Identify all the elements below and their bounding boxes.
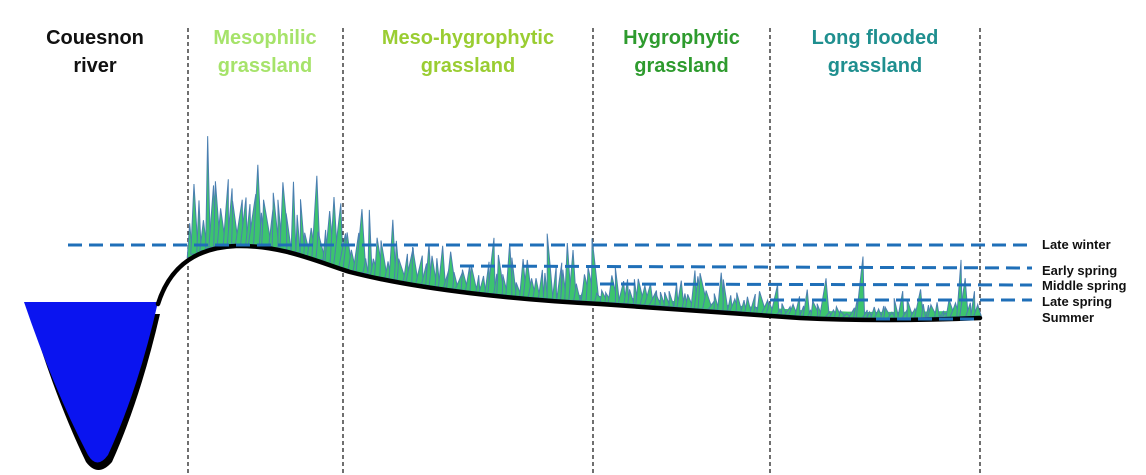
grass-blade: [970, 291, 976, 317]
grass-blade: [379, 240, 388, 279]
zone-title-line: Long flooded: [811, 27, 939, 49]
label-late-spring: Late spring: [1042, 294, 1113, 309]
grass-blade: [205, 136, 211, 249]
zone-title-line: grassland: [634, 55, 729, 77]
grass-blade: [475, 275, 481, 293]
grass-blade: [973, 302, 982, 317]
label-summer: Summer: [1042, 310, 1095, 325]
grass-blade: [469, 264, 478, 293]
zone-title-line: Hygrophytic: [623, 27, 740, 49]
grass-blade: [367, 209, 373, 276]
grass-blade: [897, 291, 905, 319]
zone-title-line: Mesophilic: [213, 27, 317, 49]
grass-blade: [855, 256, 866, 319]
label-late-winter: Late winter: [1042, 237, 1111, 252]
grass-blade: [590, 238, 600, 303]
grass-blade: [551, 266, 558, 300]
water-line-early-spring: [459, 264, 1033, 270]
river-water: [24, 302, 158, 463]
grass-blade: [537, 269, 545, 299]
zone-title-river: Couesnon river: [20, 24, 170, 80]
zone-title-line: Meso-hygrophytic: [381, 27, 555, 49]
grass-blade: [920, 304, 927, 319]
grass-blade: [478, 275, 487, 294]
grass-blade: [290, 181, 297, 252]
zone-dividers: [187, 28, 981, 475]
water-line-middle-spring: [599, 282, 1033, 287]
label-middle-spring: Middle spring: [1042, 278, 1127, 293]
grass-blade: [285, 213, 292, 251]
grass-blade: [933, 302, 941, 318]
grass-blade: [744, 296, 752, 313]
zone-title-meso-hygrophytic: Meso-hygrophytic grassland: [345, 24, 591, 80]
zone-title-line: Couesnon: [46, 27, 144, 49]
grass-blade: [411, 247, 419, 284]
zone-title-long-flooded: Long flooded grassland: [772, 24, 978, 80]
grass-blade: [819, 278, 830, 318]
zone-title-line: grassland: [420, 55, 516, 77]
grass-blade: [668, 291, 675, 308]
grass-blade: [735, 292, 743, 313]
ground-profile: [155, 243, 983, 323]
grass-blade: [415, 255, 424, 285]
grass-blade: [437, 245, 447, 288]
zone-title-line: grassland: [217, 55, 313, 77]
grass-vegetation: [186, 136, 982, 321]
zone-title-line: grassland: [827, 55, 923, 77]
grass-blade: [722, 279, 729, 312]
grass-blade: [295, 214, 301, 254]
grass-blade: [802, 289, 811, 317]
zone-title-mesophilic: Mesophilic grassland: [190, 24, 340, 80]
zone-title-hygrophytic: Hygrophytic grassland: [595, 24, 768, 80]
grass-blade: [959, 278, 969, 318]
grass-blade: [614, 266, 621, 304]
water-level-lines: [68, 243, 1033, 321]
grass-blade: [893, 298, 900, 319]
zone-title-line: river: [73, 55, 117, 77]
label-early-spring: Early spring: [1042, 263, 1118, 278]
grass-blade: [573, 283, 581, 302]
